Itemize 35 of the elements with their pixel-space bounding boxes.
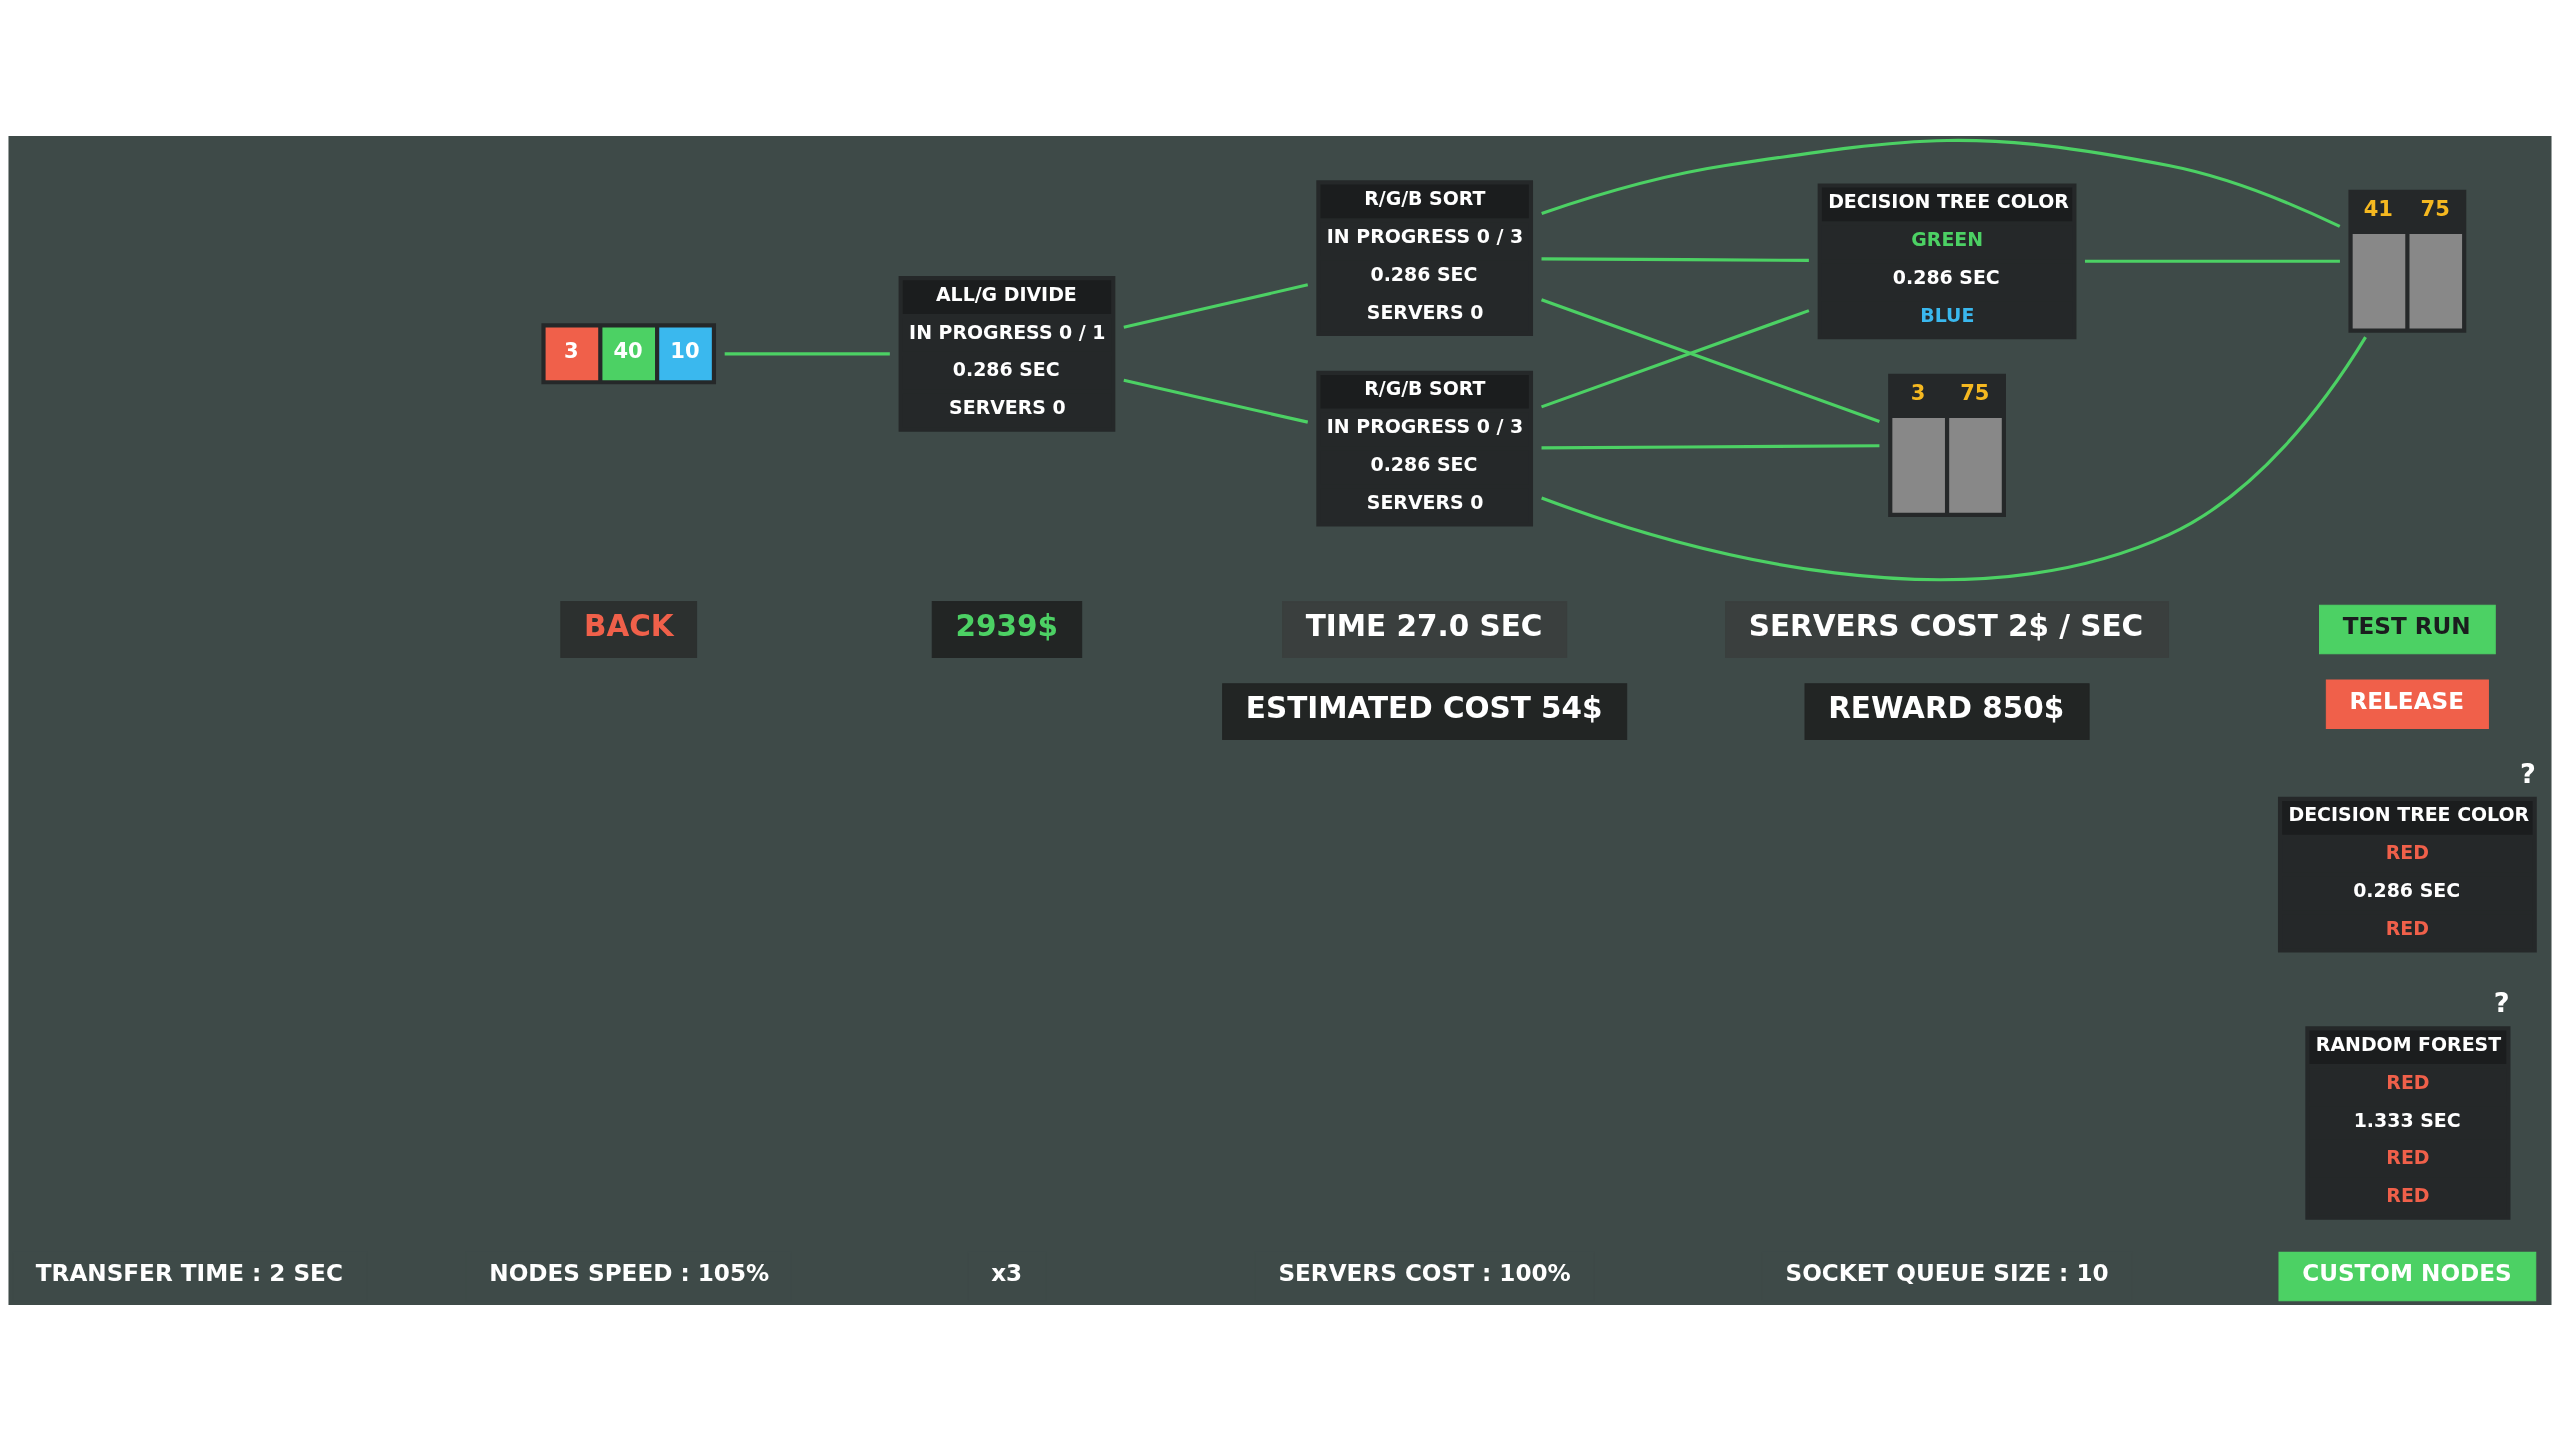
- connector: [1541, 335, 2367, 581]
- connector: [724, 351, 890, 355]
- label: x3: [991, 1259, 1023, 1286]
- connector: [1123, 378, 1309, 424]
- label: TRANSFER TIME : 2 SEC: [35, 1259, 343, 1286]
- connector: [1540, 308, 1810, 408]
- label: SERVERS COST 2$ / SEC: [1748, 608, 2144, 643]
- node-box: R/G/B SORT IN PROGRESS 0 / 3 0.286 SEC SERVERS 0: [1316, 179, 1534, 336]
- node-box: RANDOM FOREST RED 1.333 SEC RED RED: [2305, 1025, 2511, 1220]
- connector: [1123, 282, 1309, 329]
- node-label: ?: [2519, 757, 2536, 789]
- node-box: ALL/G DIVIDE IN PROGRESS 0 / 1 0.286 SEC SERVERS 0: [898, 275, 1116, 432]
- label: SERVERS COST : 100%: [1278, 1259, 1571, 1286]
- label: RELEASE: [2349, 687, 2465, 714]
- connector: [1541, 138, 2341, 228]
- connector: [2084, 259, 2340, 263]
- node-box: DECISION TREE COLOR RED 0.286 SEC RED: [2277, 796, 2537, 953]
- connector: [1540, 297, 1880, 423]
- label: NODES SPEED : 105%: [489, 1259, 770, 1286]
- node-box: 3 40 10: [541, 322, 717, 384]
- node-box: 41 75: [2348, 189, 2467, 333]
- label: ESTIMATED COST 54$: [1245, 690, 1603, 725]
- label: TEST RUN: [2342, 612, 2471, 639]
- node-label: ?: [2493, 986, 2510, 1018]
- label: SOCKET QUEUE SIZE : 10: [1785, 1259, 2109, 1286]
- label: REWARD 850$: [1828, 690, 2065, 725]
- node-box: 3 75: [1888, 373, 2006, 517]
- label: CUSTOM NODES: [2302, 1259, 2512, 1286]
- label: 2939$: [955, 608, 1058, 643]
- node-box: DECISION TREE COLOR GREEN 0.286 SEC BLUE: [1817, 182, 2077, 339]
- label: TIME 27.0 SEC: [1305, 608, 1543, 643]
- node-box: R/G/B SORT IN PROGRESS 0 / 3 0.286 SEC SERVERS 0: [1316, 370, 1534, 526]
- connector: [1541, 256, 1809, 262]
- connector: [1541, 443, 1880, 449]
- label: BACK: [584, 608, 674, 643]
